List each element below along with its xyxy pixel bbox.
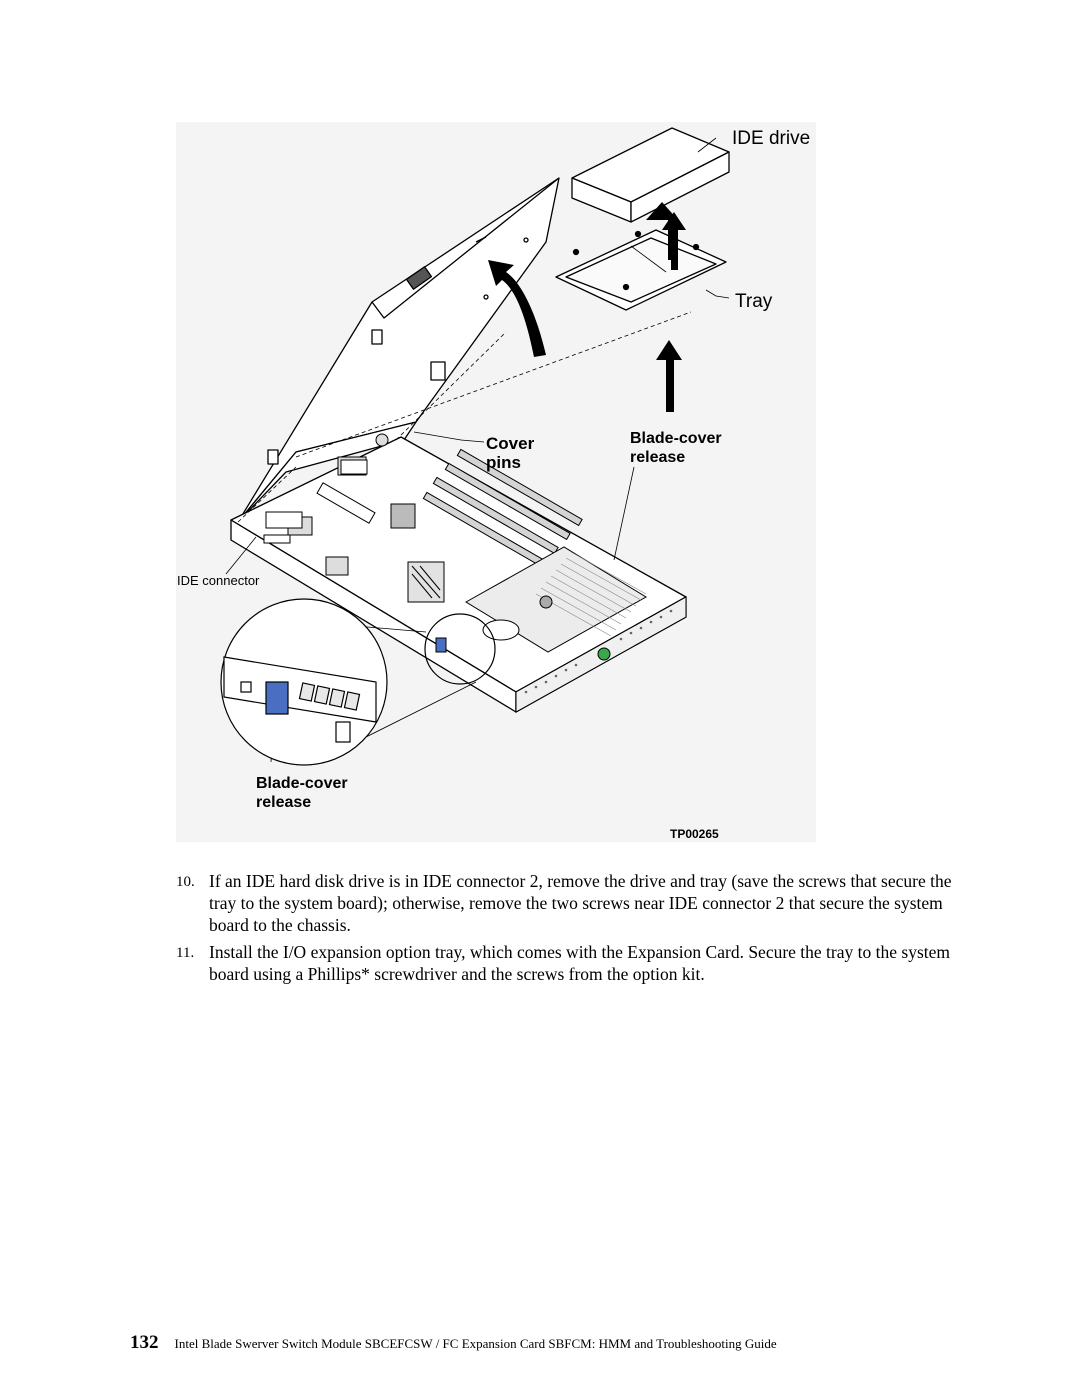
blade-cover (237, 177, 560, 523)
label-ide-connector: IDE connector (177, 573, 260, 588)
step-10: 10. If an IDE hard disk drive is in IDE … (176, 870, 956, 936)
step-11: 11. Install the I/O expansion option tra… (176, 941, 956, 985)
label-blade-cover-release-top-line1: Blade-cover (630, 430, 722, 447)
ide-drive-and-tray (555, 127, 730, 311)
label-tray: Tray (735, 291, 773, 312)
blade-server-illustration: IDE drive Tray Cover pins Blade-cover re… (176, 122, 816, 842)
step-text: Install the I/O expansion option tray, w… (209, 942, 950, 984)
magnified-inset (220, 598, 496, 766)
label-blade-cover-release-bottom-line1: Blade-cover (256, 775, 348, 792)
label-blade-cover-release-top-line2: release (630, 449, 685, 466)
figure-id: TP00265 (670, 827, 719, 841)
step-number: 10. (176, 874, 195, 890)
step-number: 11. (176, 945, 195, 961)
page-number: 132 (130, 1332, 159, 1353)
label-cover-pins-line2: pins (486, 453, 521, 472)
label-blade-cover-release-bottom-line2: release (256, 794, 311, 811)
procedure-steps: 10. If an IDE hard disk drive is in IDE … (176, 870, 956, 990)
step-text: If an IDE hard disk drive is in IDE conn… (209, 871, 952, 935)
label-cover-pins-line1: Cover (486, 434, 535, 453)
document-title: Intel Blade Swerver Switch Module SBCEFC… (174, 1336, 777, 1351)
label-ide-drive: IDE drive (732, 128, 810, 149)
removal-arrows (488, 202, 686, 412)
page-footer: 132 Intel Blade Swerver Switch Module SB… (130, 1332, 777, 1354)
